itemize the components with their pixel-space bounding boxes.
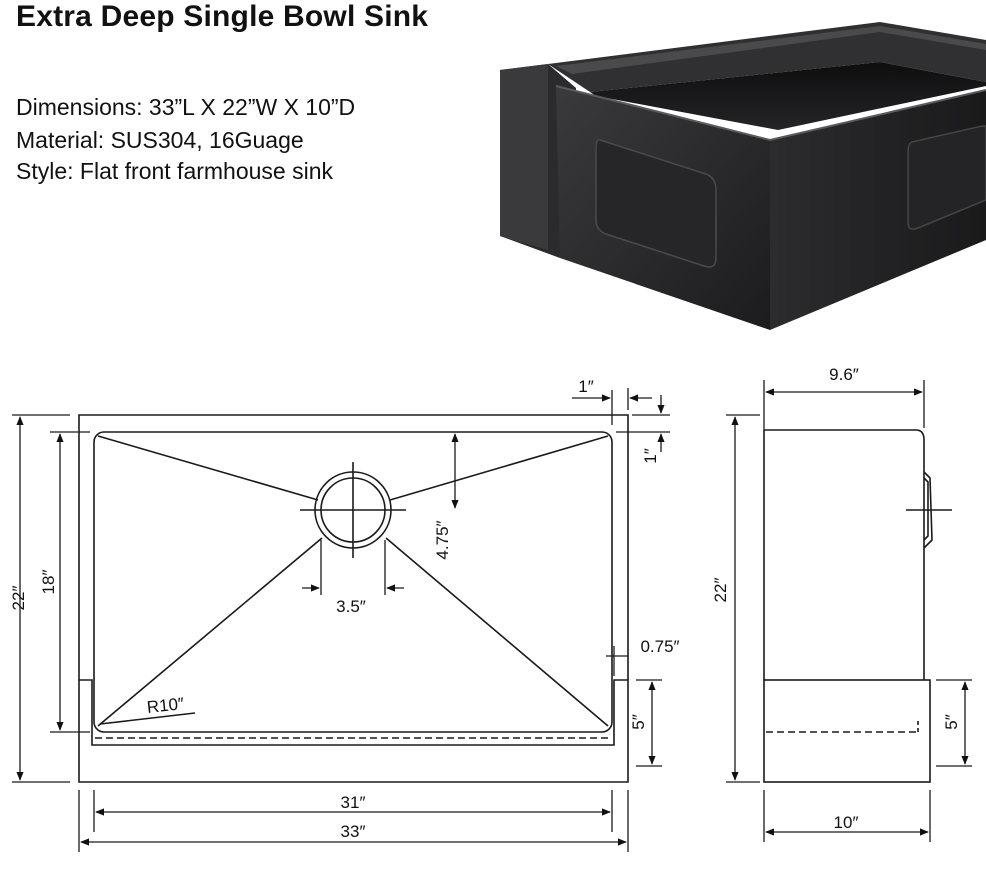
spec-material: Material: SUS304, 16Guage [16,127,304,153]
side-view-drawing [763,429,952,783]
top-view-drawing [78,414,629,783]
spec-dimensions: Dimensions: 33”L X 22”W X 10”D [16,94,356,120]
label-rim-back: 1″ [641,448,660,463]
label-height-total: 22″ [9,586,28,611]
label-width-total: 33″ [341,822,366,841]
label-corner-radius: R10″ [146,694,185,717]
label-drain-offset: 4.75″ [433,520,452,559]
label-width-bowl: 31″ [341,793,366,812]
label-drain-diameter: 3.5″ [336,597,366,616]
top-view-dimensions [12,388,670,852]
label-side-top-depth: 9.6″ [829,365,859,384]
label-side-height: 22″ [711,578,730,603]
side-view-dimensions [726,380,972,842]
label-side-bottom-depth: 10″ [834,813,859,832]
label-front-lip: 0.75″ [640,637,679,656]
label-rim-side: 1″ [578,377,593,396]
label-height-bowl: 18″ [39,570,58,595]
page-title: Extra Deep Single Bowl Sink [16,0,429,33]
label-apron-top: 5″ [629,714,648,729]
spec-style: Style: Flat front farmhouse sink [16,158,334,184]
sink-photo [500,22,986,330]
label-side-apron: 5″ [942,714,961,729]
